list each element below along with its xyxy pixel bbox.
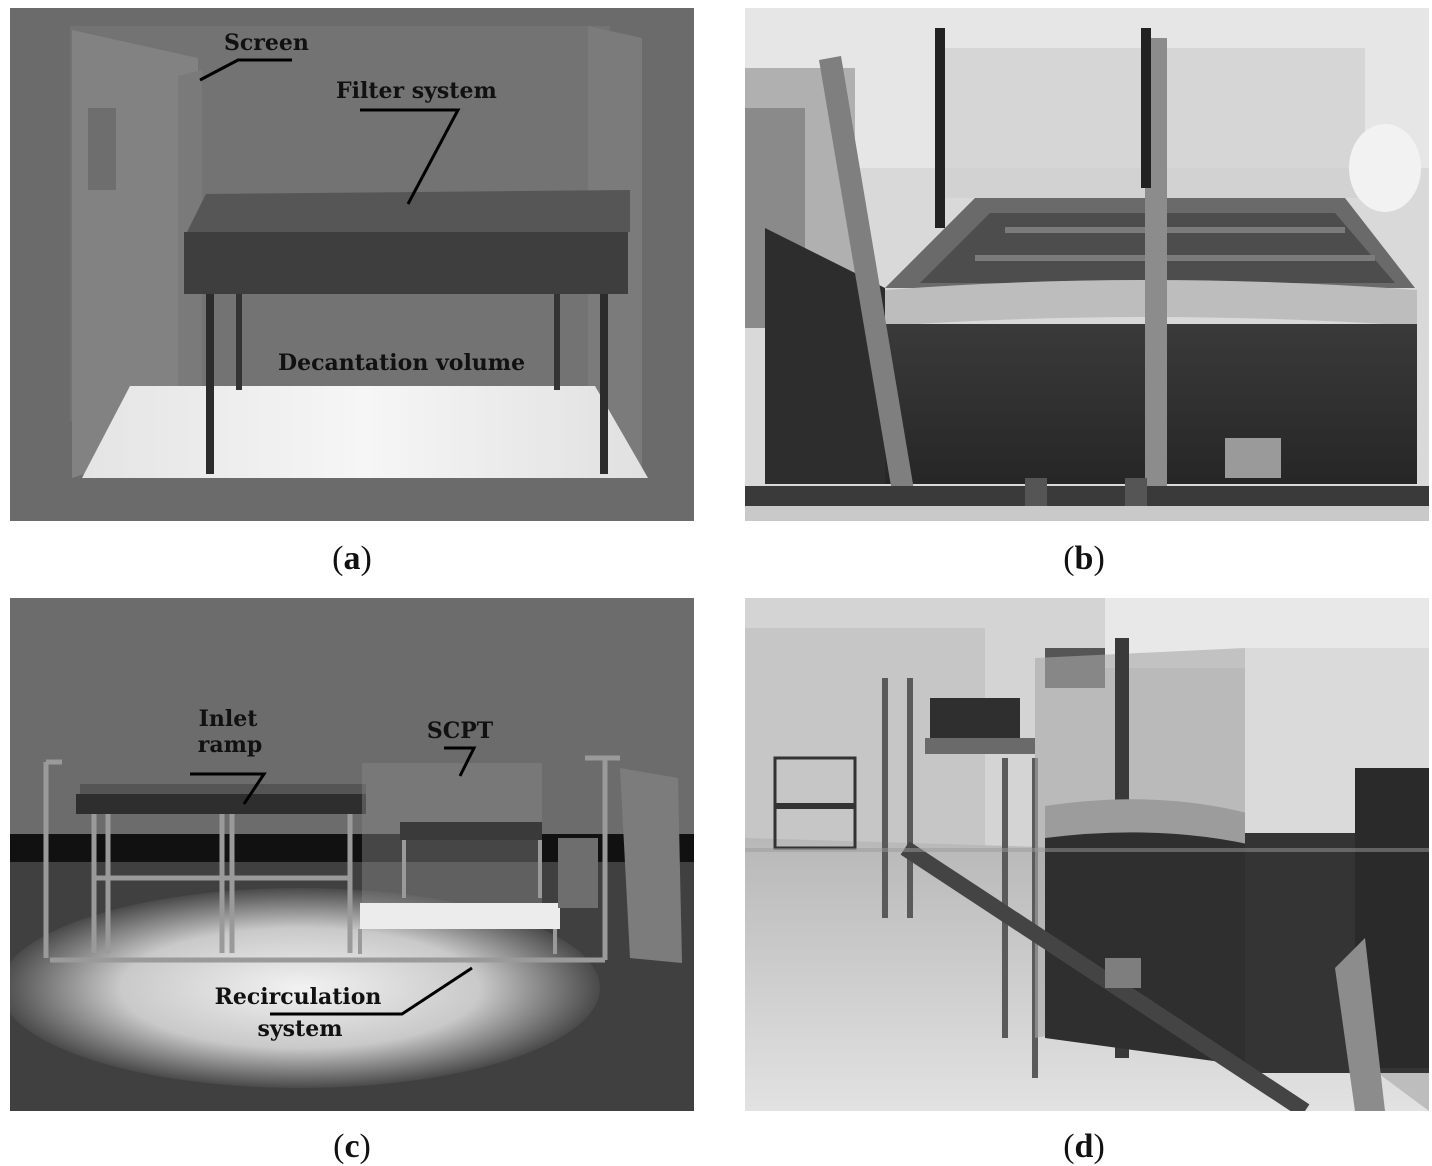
caption-b: (b): [1063, 540, 1105, 577]
panel-d-svg: [745, 598, 1429, 1111]
label-ramp: ramp: [198, 732, 263, 758]
label-recirculation: Recirculation: [215, 984, 382, 1010]
filter-system-box: [184, 232, 628, 294]
label-scpt: SCPT: [427, 718, 494, 744]
caption-a: (a): [332, 540, 372, 577]
label-inlet: Inlet: [199, 706, 259, 732]
panel-b-svg: [745, 8, 1429, 521]
panel-c-svg: Inlet ramp SCPT Recirculation system: [10, 598, 694, 1111]
panel-a-svg: Screen Filter system Decantation volume: [10, 8, 694, 521]
label-decantation-volume: Decantation volume: [278, 350, 525, 376]
panel-a-render: Screen Filter system Decantation volume: [10, 8, 694, 521]
label-screen: Screen: [224, 30, 309, 56]
panel-b-photo: [745, 8, 1429, 521]
caption-c: (c): [333, 1128, 371, 1165]
caption-d: (d): [1063, 1128, 1105, 1165]
label-filter-system: Filter system: [336, 78, 497, 104]
panel-c-render: Inlet ramp SCPT Recirculation system: [10, 598, 694, 1111]
panel-d-photo: [745, 598, 1429, 1111]
label-system: system: [258, 1016, 343, 1042]
decantation-floor: [82, 386, 648, 478]
